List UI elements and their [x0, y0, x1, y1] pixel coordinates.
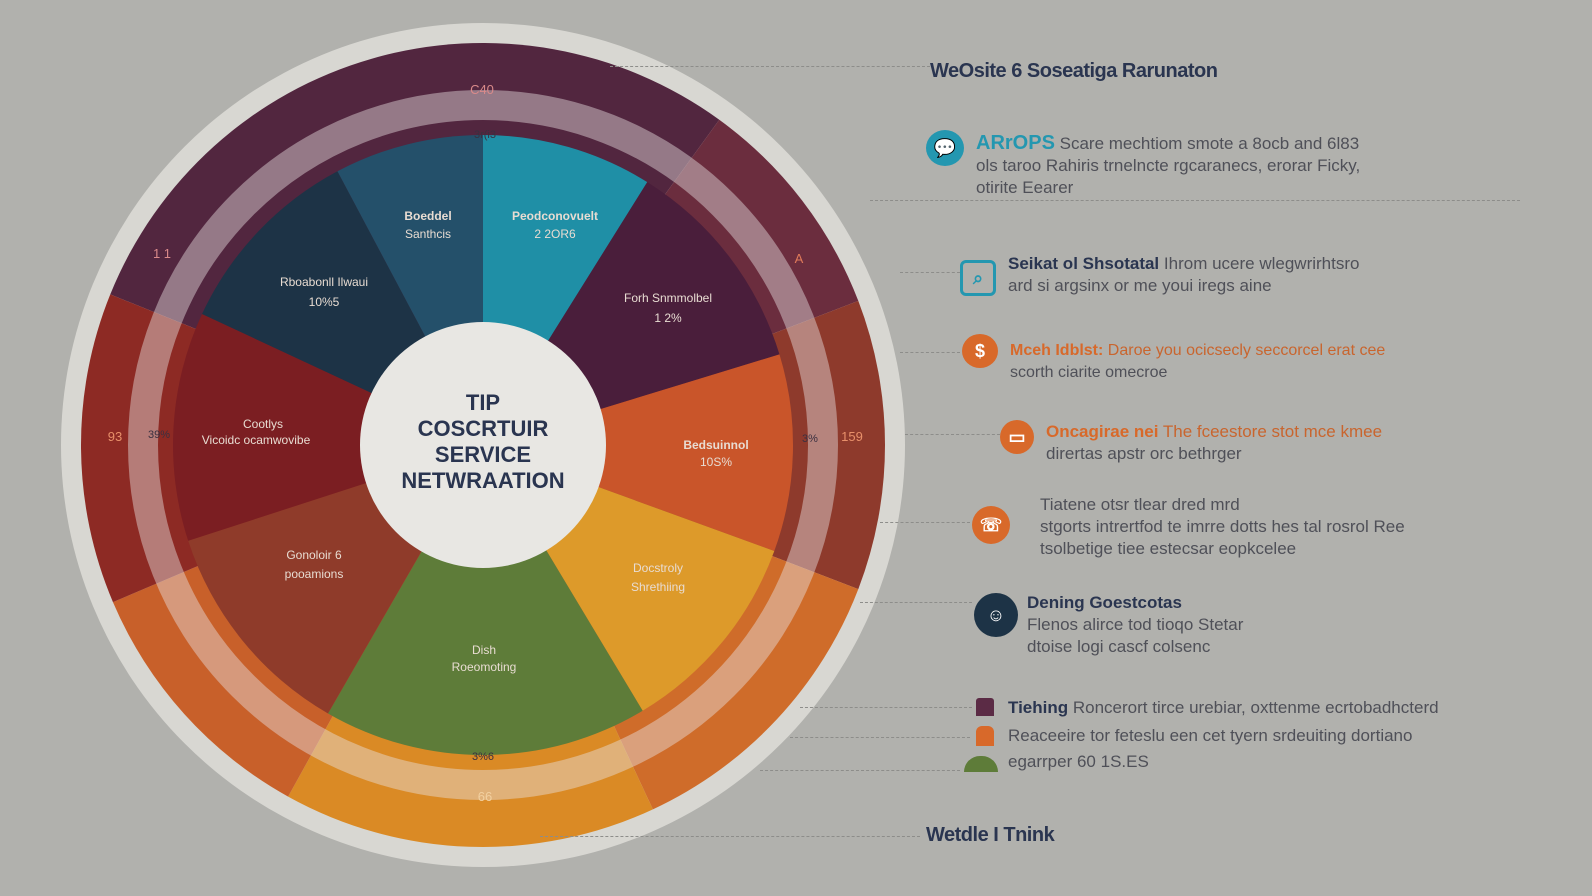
center-line: COSCRTUIR: [418, 416, 549, 441]
wedge-value: Roeomoting: [452, 660, 517, 674]
footer-title: Wetdle I Tnink: [926, 824, 1055, 846]
wedge-label: Gonoloir 6: [286, 548, 342, 562]
item-text: stgorts intrertfod te imrre dotts hes ta…: [1040, 517, 1405, 536]
wedge-value: pooamions: [285, 567, 344, 581]
ring-label: 3r(i3: [474, 129, 496, 141]
item-text: Tiatene otsr tlear dred mrd: [1040, 495, 1240, 514]
leaf-icon: [964, 756, 998, 772]
leader-line: [880, 522, 970, 523]
lock-icon: [976, 726, 994, 746]
wedge-label: Dish: [472, 643, 496, 657]
ring-label: 39%: [148, 429, 170, 441]
list-item: Seikat ol Shsotatal Ihrom ucere wlegwrir…: [1008, 253, 1359, 297]
wedge-label: Bedsuinnol: [683, 438, 748, 452]
ring-label: A: [795, 251, 804, 266]
list-item: ARrOPS Scare mechtiom smote a 8ocb and 6…: [976, 132, 1360, 199]
item-heading: Seikat ol Shsotatal: [1008, 254, 1160, 273]
list-item: Tiatene otsr tlear dred mrd stgorts intr…: [1040, 494, 1405, 560]
item-text: Daroe you ocicsecly seccorcel erat cee: [1107, 342, 1386, 359]
item-text: scorth ciarite omecroe: [1010, 364, 1168, 381]
ring-label: 159: [841, 429, 863, 444]
center-line: NETWRAATION: [401, 468, 564, 493]
divider: [870, 200, 1520, 201]
item-heading: Oncagirae nei: [1046, 422, 1159, 441]
phone-icon: ☏: [972, 506, 1010, 544]
item-heading: Mceh Idblst:: [1010, 342, 1104, 359]
ring-label: 66: [478, 789, 492, 804]
leader-line: [790, 737, 970, 738]
wedge-label: Docstroly: [633, 561, 683, 575]
center-title: TIP COSCRTUIR SERVICE NETWRAATION: [401, 390, 564, 493]
person-icon: ☺: [974, 593, 1018, 637]
item-text: Roncerort tirce urebiar, oxttenme ecrtob…: [1072, 698, 1439, 717]
inner-translucent-ring: [128, 90, 838, 800]
center-line: TIP: [466, 390, 500, 415]
wedge-value: Vicoidc ocamwovibe: [202, 433, 311, 447]
item-text: The fceestore stot mce kmee: [1162, 422, 1383, 441]
leader-line: [900, 352, 960, 353]
item-text: ard si argsinx or me youi iregs aine: [1008, 276, 1272, 295]
wedge-value: 1 2%: [654, 311, 682, 325]
list-item: Reaceeire tor feteslu een cet tyern srde…: [1008, 725, 1412, 747]
item-text: dirertas apstr orc bethrger: [1046, 444, 1242, 463]
chat-icon: 💬: [926, 130, 964, 166]
item-text: tsolbetige tiee estecsar eopkcelee: [1040, 539, 1297, 558]
item-text: otirite Eearer: [976, 178, 1074, 197]
ring-label: 3%: [802, 433, 818, 445]
list-item: Mceh Idblst: Daroe you ocicsecly seccorc…: [1010, 340, 1385, 384]
ring-label: 1 1: [153, 246, 171, 261]
wedge-label: Peodconovuelt: [512, 209, 598, 223]
leader-line: [540, 836, 920, 837]
pin-icon: $: [962, 334, 998, 368]
item-text: dtoise logi cascf colsenc: [1027, 637, 1211, 656]
ring-label: 93: [108, 429, 122, 444]
center-circle: [360, 322, 606, 568]
leader-line: [800, 707, 972, 708]
ring-label: 3%6: [472, 751, 494, 763]
list-item: Tiehing Roncerort tirce urebiar, oxttenm…: [1008, 697, 1439, 719]
item-heading: Dening Goestcotas: [1027, 593, 1182, 612]
wedge-label: Forh Snmmolbel: [624, 291, 712, 305]
wedge-value: 2 2OR6: [534, 227, 576, 241]
leader-line: [610, 66, 930, 67]
wedge-value: Santhcis: [405, 227, 451, 241]
list-item: Oncagirae nei The fceestore stot mce kme…: [1046, 421, 1382, 465]
building-icon: [976, 698, 994, 716]
item-text: Flenos alirce tod tioqo Stetar: [1027, 615, 1244, 634]
search-icon: ⌕: [960, 260, 996, 296]
wedge-value: Shrethiing: [631, 580, 685, 594]
leader-line: [900, 272, 960, 273]
wedge-value: 10S%: [700, 455, 732, 469]
leader-line: [905, 434, 1000, 435]
header-title: WeOsite 6 Soseatiga Rarunaton: [930, 60, 1218, 82]
list-item: egarrper 60 1S.ES: [1008, 751, 1149, 773]
service-wheel: TIP COSCRTUIR SERVICE NETWRAATION Peodco…: [61, 23, 905, 867]
leader-line: [760, 770, 960, 771]
item-heading: ARrOPS: [976, 132, 1055, 154]
wheel-wedge: [483, 354, 793, 552]
item-text: Scare mechtiom smote a 8ocb and 6l83: [1059, 134, 1360, 153]
item-text: Ihrom ucere wlegwrirhtsro: [1163, 254, 1360, 273]
wedge-label: Boeddel: [404, 209, 451, 223]
item-text: Reaceeire tor feteslu een cet tyern srde…: [1008, 726, 1413, 745]
list-item: Dening Goestcotas Flenos alirce tod tioq…: [1027, 592, 1243, 658]
leader-line: [860, 602, 972, 603]
wheel-wedge: [173, 313, 483, 541]
wedge-value: 10%5: [309, 295, 340, 309]
wedge-label: Rboabonll Ilwaui: [280, 275, 368, 289]
item-text: ols taroo Rahiris trnelncte rgcaranecs, …: [976, 156, 1361, 175]
item-heading: Tiehing: [1008, 698, 1069, 717]
wedge-label: Cootlys: [243, 417, 283, 431]
center-line: SERVICE: [435, 442, 531, 467]
item-text: egarrper 60 1S.ES: [1008, 752, 1149, 771]
wheel-wedge: [328, 445, 643, 755]
ring-label: C40: [470, 82, 494, 97]
monitor-icon: ▭: [1000, 420, 1034, 454]
